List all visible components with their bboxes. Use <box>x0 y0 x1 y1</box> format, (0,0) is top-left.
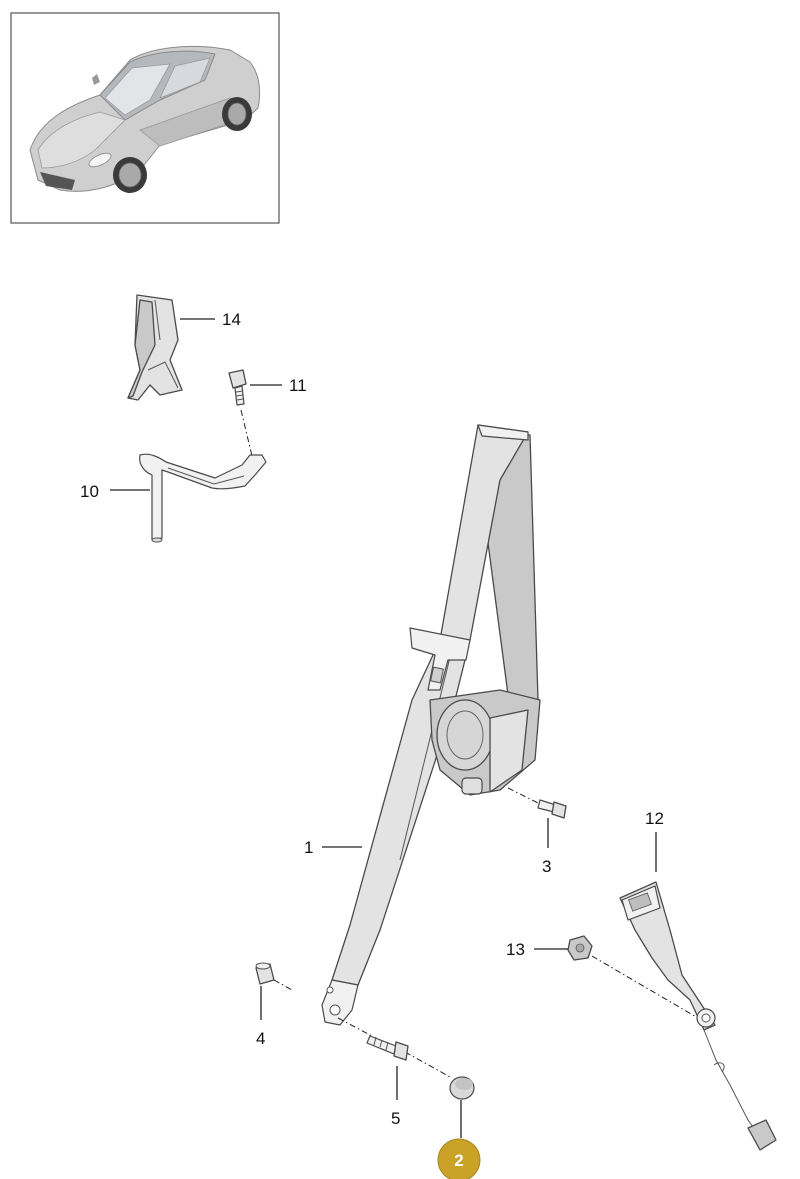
car-thumbnail[interactable] <box>10 12 280 224</box>
part-13-screw[interactable] <box>567 935 593 961</box>
callout-11[interactable]: 11 <box>289 376 307 395</box>
part-4-spacer[interactable] <box>255 962 275 985</box>
callout-2-badge[interactable]: 2 <box>437 1138 481 1179</box>
callout-12[interactable]: 12 <box>645 809 664 828</box>
part-3-bolt[interactable] <box>537 799 567 819</box>
car-icon <box>29 45 261 193</box>
part-14-belt-guide[interactable] <box>127 294 183 401</box>
dash-5b <box>404 1051 453 1079</box>
dash-5a <box>337 1017 373 1037</box>
callout-13[interactable]: 13 <box>506 940 525 959</box>
highlight-badge <box>437 1138 481 1179</box>
callout-5[interactable]: 5 <box>391 1109 400 1128</box>
callout-4[interactable]: 4 <box>256 1029 265 1048</box>
part-1-seat-belt[interactable] <box>321 424 541 1026</box>
callout-3[interactable]: 3 <box>542 857 551 876</box>
dash-11 <box>240 409 253 457</box>
callout-1[interactable]: 1 <box>304 838 313 857</box>
part-10-bar[interactable] <box>139 453 267 543</box>
part-2-cap[interactable] <box>449 1076 475 1100</box>
callout-14[interactable]: 14 <box>222 310 241 329</box>
part-11-bolt[interactable] <box>228 369 247 406</box>
callout-10[interactable]: 10 <box>80 482 99 501</box>
part-5-bolt[interactable] <box>366 1035 409 1061</box>
part-12-buckle[interactable] <box>619 881 777 1151</box>
callout-2[interactable]: 2 <box>454 1151 463 1170</box>
dash-4 <box>273 979 293 991</box>
